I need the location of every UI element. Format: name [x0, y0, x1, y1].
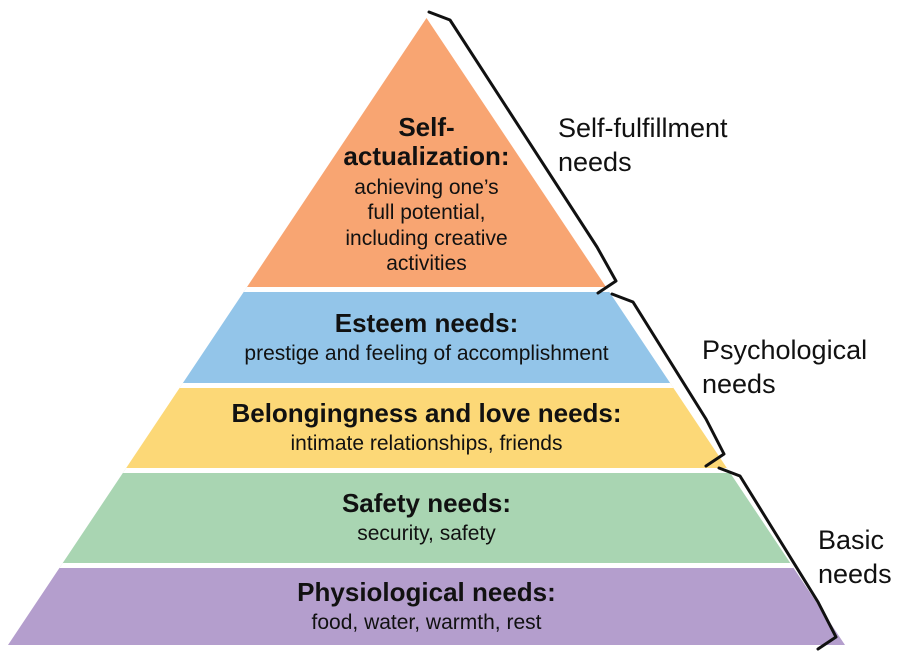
level-heading: Self-actualization: [343, 112, 510, 172]
level-description: intimate relationships, friends [290, 432, 563, 456]
group-label-basic: Basic needs [818, 525, 892, 589]
level-heading: Belongingness and love needs: [231, 398, 622, 429]
level-description: prestige and feeling of accomplishment [244, 341, 609, 365]
level-description: security, safety [357, 522, 496, 546]
level-physiological: Physiological needs: food, water, warmth… [8, 563, 845, 645]
level-heading: Esteem needs: [334, 307, 519, 338]
group-label-psychological: Psychological needs [702, 335, 868, 399]
level-description: food, water, warmth, rest [311, 610, 542, 634]
level-heading: Physiological needs: [297, 576, 556, 607]
level-safety: Safety needs: security, safety [8, 468, 845, 563]
level-heading: Safety needs: [341, 488, 512, 519]
level-description: achieving one’s full potential, includin… [345, 175, 508, 276]
group-label-self-fulfillment: Self-fulfillment needs [558, 113, 728, 177]
